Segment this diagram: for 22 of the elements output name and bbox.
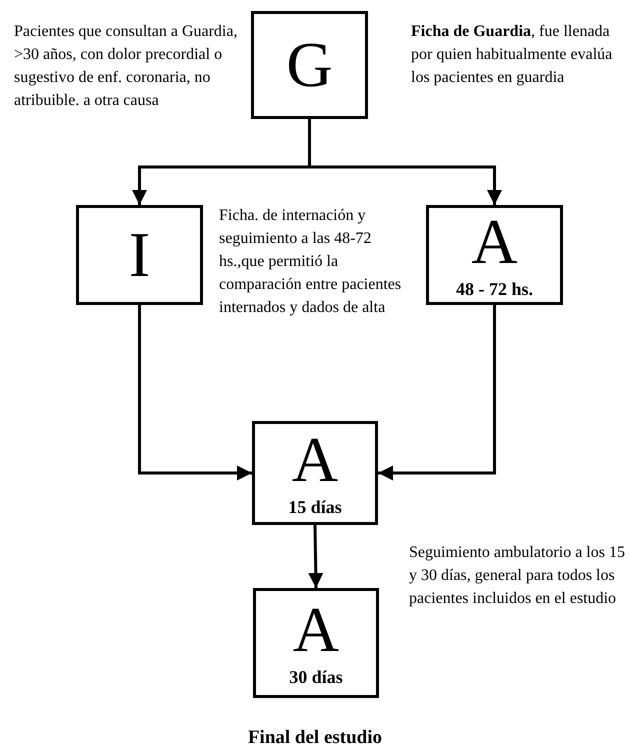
box-letter: G	[286, 33, 333, 97]
arrow	[308, 524, 324, 588]
description-text: Pacientes que consultan a Guardia, >30 años, con dolor precordial o sugestivo de enf. coronaria, no atribuible. a otra causa	[14, 22, 238, 111]
box-letter: A	[471, 210, 518, 274]
description-text: Seguimiento ambulatorio a los 15 y 30 días, general para todos los pacientes incluidos en el estudio	[409, 543, 626, 609]
description-text: Ficha. de internación y seguimiento a las 48-72 hs.,que permitió la comparación entre pacientes internados y dados de alta	[219, 206, 402, 318]
process-box	[251, 11, 368, 119]
box-subtitle: 15 días	[288, 496, 342, 518]
process-box	[253, 588, 379, 698]
arrow	[378, 305, 496, 480]
process-box	[76, 205, 203, 305]
box-letter: A	[292, 598, 340, 662]
arrow	[308, 119, 502, 205]
arrow	[138, 305, 252, 480]
box-subtitle: 48 - 72 hs.	[456, 278, 533, 300]
box-letter: I	[128, 223, 150, 287]
description-text: Ficha de Guardia, fue llenada por quien habitualmente evalúa los pacientes en guardia	[411, 22, 614, 88]
process-box	[426, 205, 563, 305]
process-box	[252, 421, 378, 525]
end-label: Final del estudio	[246, 727, 384, 748]
box-subtitle: 30 días	[289, 666, 343, 688]
box-letter: A	[292, 428, 338, 492]
